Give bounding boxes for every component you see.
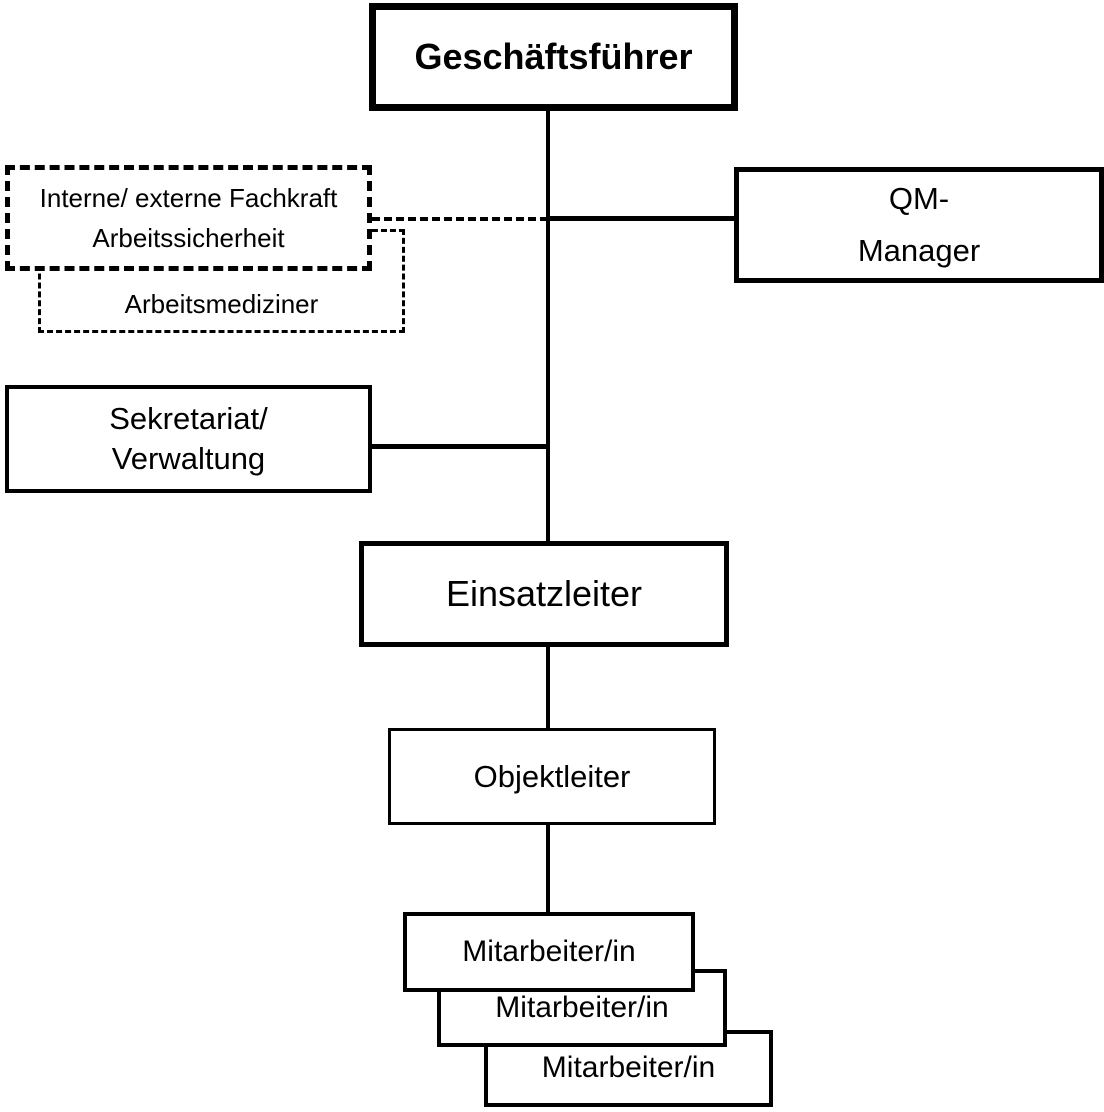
node-geschaeftsfuehrer-label: Geschäftsführer	[414, 35, 693, 77]
node-einsatzleiter-label: Einsatzleiter	[445, 572, 643, 614]
node-qm-manager-line1: QM-	[888, 180, 950, 216]
node-objektleiter: Objektleiter	[388, 728, 716, 825]
node-qm-manager: QM- Manager	[734, 167, 1104, 283]
node-einsatzleiter: Einsatzleiter	[359, 541, 729, 647]
node-mitarbeiter-1: Mitarbeiter/in	[403, 912, 695, 992]
node-sekretariat-verwaltung: Sekretariat/ Verwaltung	[5, 385, 372, 493]
connector-dashed-fachkraft	[372, 217, 548, 221]
node-fachkraft-line2: Arbeitssicherheit	[92, 223, 285, 253]
node-fachkraft-line1: Interne/ externe Fachkraft	[39, 182, 338, 213]
node-sekretariat-line2: Verwaltung	[111, 441, 266, 476]
node-mitarbeiter-3-label: Mitarbeiter/in	[541, 1051, 716, 1085]
connector-sekretariat	[372, 444, 548, 449]
connector-qm-manager	[548, 216, 735, 221]
node-objektleiter-label: Objektleiter	[473, 758, 631, 794]
node-qm-manager-line2: Manager	[857, 233, 981, 268]
node-mitarbeiter-2-label: Mitarbeiter/in	[495, 990, 669, 1024]
node-sekretariat-line1: Sekretariat/	[109, 400, 268, 436]
node-fachkraft-arbeitssicherheit: Interne/ externe Fachkraft Arbeitssicher…	[5, 165, 372, 271]
node-arbeitsmediziner-label: Arbeitsmediziner	[124, 288, 319, 319]
node-mitarbeiter-1-label: Mitarbeiter/in	[462, 934, 636, 968]
node-geschaeftsfuehrer: Geschäftsführer	[369, 3, 738, 111]
connector-vertical-spine	[546, 111, 550, 913]
